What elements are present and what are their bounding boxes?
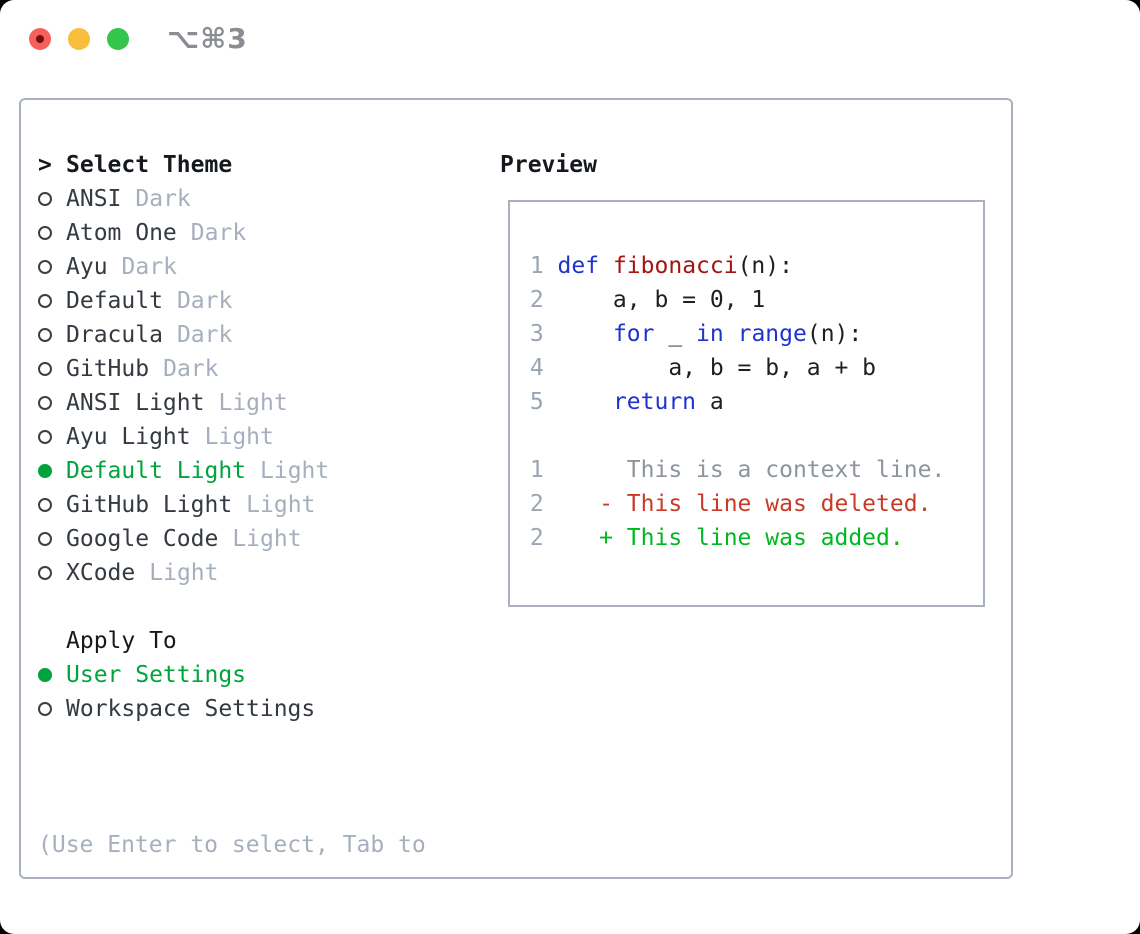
theme-option-ayu-light[interactable]: Ayu Light Light [38,420,483,454]
keyboard-hint-line1: (Use Enter to select, Tab to [38,832,426,858]
theme-variant-tag: Dark [121,254,177,280]
theme-option-xcode-light[interactable]: XCode Light [38,556,483,590]
preview-pane: 1 def fibonacci(n): 2 a, b = 0, 1 3 for … [508,200,985,607]
theme-variant-tag: Dark [135,186,191,212]
apply-to-title: Apply To [66,628,177,654]
theme-list-column: > Select Theme ANSI Dark Atom One Dark A… [38,148,483,934]
radio-icon [38,566,52,580]
window-title-shortcut: ⌥⌘3 [167,22,248,55]
preview-code: 1 def fibonacci(n): 2 a, b = 0, 1 3 for … [516,253,946,551]
theme-option-dracula-dark[interactable]: Dracula Dark [38,318,483,352]
radio-icon [38,498,52,512]
radio-icon [38,702,52,716]
radio-icon [38,226,52,240]
theme-option-ayu-dark[interactable]: Ayu Dark [38,250,483,284]
radio-icon [38,532,52,546]
radio-icon [38,192,52,206]
theme-variant-tag: Light [218,390,288,416]
theme-variant-tag: Dark [190,220,247,246]
theme-variant-tag: Dark [176,322,233,348]
radio-selected-icon [38,464,52,478]
theme-selector-panel: > Select Theme ANSI Dark Atom One Dark A… [19,98,1013,879]
radio-icon [38,260,52,274]
theme-variant-tag: Light [260,458,330,484]
minimize-button[interactable] [68,28,90,50]
apply-to-option-workspace-settings[interactable]: Workspace Settings [38,692,483,726]
theme-option-google-code-light[interactable]: Google Code Light [38,522,483,556]
select-theme-header: > Select Theme [38,148,483,182]
radio-icon [38,430,52,444]
close-button[interactable] [29,28,51,50]
theme-variant-tag: Light [246,492,316,518]
radio-icon [38,294,52,308]
keyboard-hint-line2: change focus) [38,930,483,934]
focus-caret-icon: > [38,152,52,178]
radio-icon [38,396,52,410]
theme-variant-tag: Dark [176,288,233,314]
radio-selected-icon [38,668,52,682]
theme-option-atom-one-dark[interactable]: Atom One Dark [38,216,483,250]
theme-option-default-light[interactable]: Default Light Light [38,454,483,488]
window-controls [29,28,129,50]
theme-option-ansi-dark[interactable]: ANSI Dark [38,182,483,216]
keyboard-hint: (Use Enter to select, Tab to change focu… [38,760,483,934]
theme-variant-tag: Light [232,526,302,552]
select-theme-title: Select Theme [66,152,233,178]
theme-option-ansi-light[interactable]: ANSI Light Light [38,386,483,420]
close-dot-icon [36,35,44,43]
theme-option-github-dark[interactable]: GitHub Dark [38,352,483,386]
radio-icon [38,328,52,342]
theme-variant-tag: Light [204,424,274,450]
theme-variant-tag: Light [149,560,219,586]
radio-icon [38,362,52,376]
theme-option-github-light[interactable]: GitHub Light Light [38,488,483,522]
apply-to-option-user-settings[interactable]: User Settings [38,658,483,692]
theme-option-default-dark[interactable]: Default Dark [38,284,483,318]
preview-title: Preview [500,152,597,178]
zoom-button[interactable] [107,28,129,50]
theme-variant-tag: Dark [163,356,219,382]
apply-to-header: Apply To [38,624,483,658]
